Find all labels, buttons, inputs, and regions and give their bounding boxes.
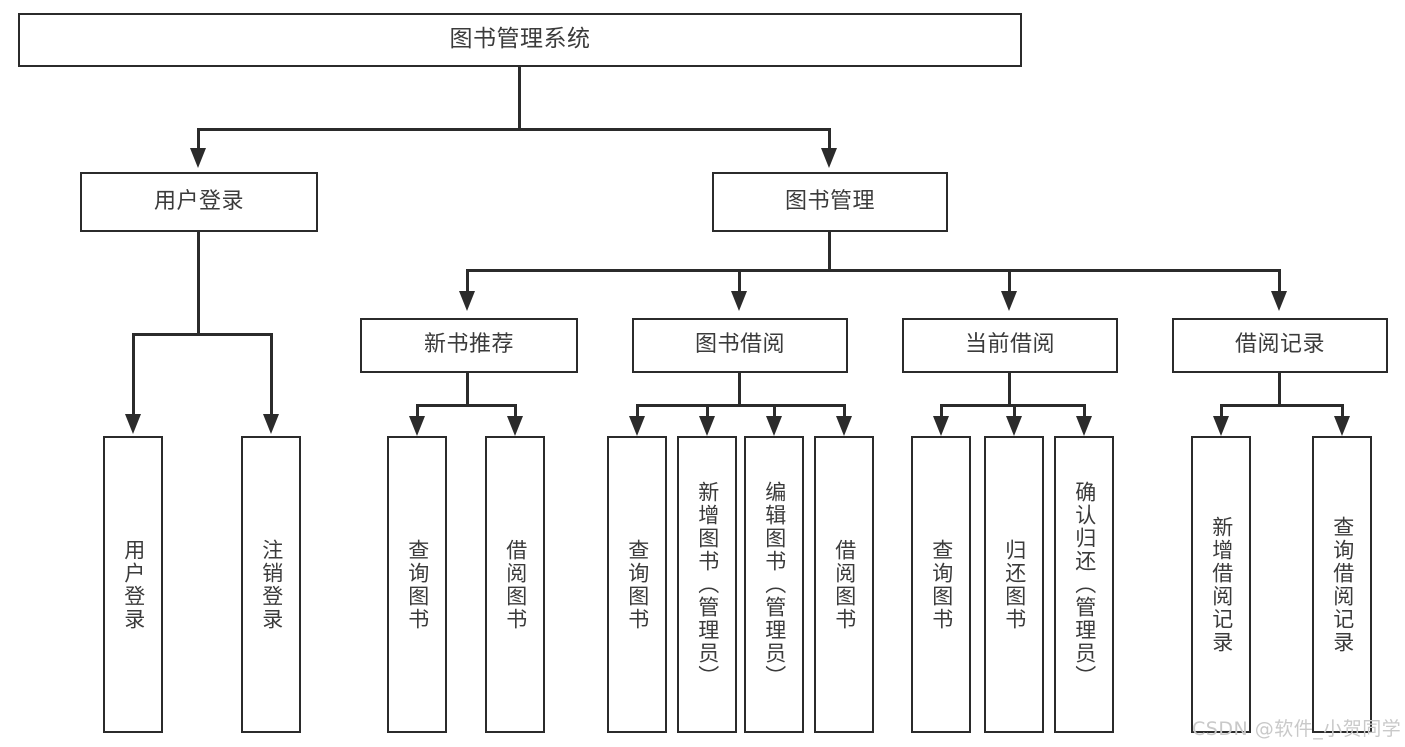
- connector-book-borrow-stem: [738, 373, 741, 406]
- arrowhead-bm-current-borrow: [1001, 291, 1017, 311]
- node-user-login[interactable]: 用户登录: [80, 172, 318, 232]
- connector-bm-to-new-book: [466, 269, 469, 293]
- node-label: 确认归还（管理员）: [1072, 481, 1097, 688]
- connector-book-borrow-leaf-4: [843, 404, 846, 418]
- connector-borrow-record-leaf-2: [1341, 404, 1344, 418]
- node-label: 图书管理: [784, 188, 875, 214]
- leaf-edit-book-admin[interactable]: 编辑图书（管理员）: [744, 436, 804, 733]
- arrowhead-bm-borrow-record: [1271, 291, 1287, 311]
- arrowhead-book-borrow-leaf-3: [766, 416, 782, 436]
- connector-user-login-to-leaf-1: [132, 333, 135, 416]
- node-label: 图书管理系统: [449, 26, 591, 53]
- arrowhead-book-borrow-leaf-4: [836, 416, 852, 436]
- connector-current-borrow-stem: [1008, 373, 1011, 406]
- node-label: 查询借阅记录: [1330, 515, 1355, 654]
- node-root-book-management-system[interactable]: 图书管理系统: [18, 13, 1022, 67]
- watermark-text: CSDN @软件_小贺同学: [1192, 718, 1402, 740]
- connector-root-to-book-management: [828, 128, 831, 150]
- node-book-management[interactable]: 图书管理: [712, 172, 948, 232]
- connector-root-bus: [198, 128, 831, 131]
- node-label: 借阅图书: [503, 538, 528, 631]
- arrowhead-root-to-user-login: [190, 148, 206, 168]
- connector-user-login-bus: [133, 333, 273, 336]
- arrowhead-book-borrow-leaf-1: [629, 416, 645, 436]
- connector-new-book-stem: [466, 373, 469, 406]
- connector-book-borrow-leaf-1: [636, 404, 639, 418]
- connector-user-login-stem: [197, 232, 200, 336]
- node-label: 归还图书: [1002, 538, 1027, 631]
- connector-current-borrow-leaf-2: [1013, 404, 1016, 418]
- arrowhead-current-borrow-leaf-3: [1076, 416, 1092, 436]
- node-label: 用户登录: [153, 188, 244, 214]
- leaf-add-borrow-record[interactable]: 新增借阅记录: [1191, 436, 1251, 733]
- connector-current-borrow-leaf-1: [940, 404, 943, 418]
- node-current-borrow[interactable]: 当前借阅: [902, 318, 1118, 373]
- connector-new-book-leaf-2: [514, 404, 517, 418]
- leaf-query-book-borrow[interactable]: 查询图书: [607, 436, 667, 733]
- leaf-add-book-admin[interactable]: 新增图书（管理员）: [677, 436, 737, 733]
- leaf-logout[interactable]: 注销登录: [241, 436, 301, 733]
- node-label: 查询图书: [405, 538, 430, 631]
- connector-user-login-to-leaf-2: [270, 333, 273, 416]
- arrowhead-current-borrow-leaf-2: [1006, 416, 1022, 436]
- connector-book-borrow-leaf-3: [773, 404, 776, 418]
- arrowhead-bm-new-book: [459, 291, 475, 311]
- connector-borrow-record-leaf-1: [1220, 404, 1223, 418]
- connector-bm-to-book-borrow: [738, 269, 741, 293]
- connector-root-to-user-login: [197, 128, 200, 150]
- leaf-borrow-book-recommend[interactable]: 借阅图书: [485, 436, 545, 733]
- connector-root-stem: [518, 67, 521, 130]
- connector-borrow-record-stem: [1278, 373, 1281, 406]
- node-label: 查询图书: [625, 538, 650, 631]
- arrowhead-bm-book-borrow: [731, 291, 747, 311]
- leaf-confirm-return-admin[interactable]: 确认归还（管理员）: [1054, 436, 1114, 733]
- connector-bm-to-current-borrow: [1008, 269, 1011, 293]
- connector-new-book-bus: [417, 404, 517, 407]
- node-label: 新增借阅记录: [1209, 515, 1234, 654]
- node-label: 用户登录: [121, 538, 146, 631]
- leaf-return-book[interactable]: 归还图书: [984, 436, 1044, 733]
- arrowhead-new-book-leaf-1: [409, 416, 425, 436]
- leaf-query-book-current[interactable]: 查询图书: [911, 436, 971, 733]
- node-new-book-recommend[interactable]: 新书推荐: [360, 318, 578, 373]
- connector-book-management-stem: [828, 232, 831, 272]
- arrowhead-new-book-leaf-2: [507, 416, 523, 436]
- connector-book-borrow-leaf-2: [706, 404, 709, 418]
- node-label: 当前借阅: [964, 332, 1055, 358]
- node-label: 新增图书（管理员）: [695, 481, 720, 688]
- arrowhead-book-borrow-leaf-2: [699, 416, 715, 436]
- leaf-borrow-book[interactable]: 借阅图书: [814, 436, 874, 733]
- node-label: 借阅图书: [832, 538, 857, 631]
- arrowhead-user-login-leaf-2: [263, 414, 279, 434]
- arrowhead-borrow-record-leaf-2: [1334, 416, 1350, 436]
- connector-book-management-bus: [467, 269, 1281, 272]
- arrowhead-current-borrow-leaf-1: [933, 416, 949, 436]
- leaf-query-borrow-record[interactable]: 查询借阅记录: [1312, 436, 1372, 733]
- connector-current-borrow-leaf-3: [1083, 404, 1086, 418]
- connector-book-borrow-bus: [637, 404, 845, 407]
- arrowhead-user-login-leaf-1: [125, 414, 141, 434]
- node-label: 图书借阅: [694, 332, 785, 358]
- node-label: 新书推荐: [423, 332, 514, 358]
- node-label: 查询图书: [929, 538, 954, 631]
- arrowhead-root-to-book-management: [821, 148, 837, 168]
- leaf-user-login[interactable]: 用户登录: [103, 436, 163, 733]
- leaf-query-book-recommend[interactable]: 查询图书: [387, 436, 447, 733]
- connector-bm-to-borrow-record: [1278, 269, 1281, 293]
- node-label: 借阅记录: [1234, 332, 1325, 358]
- connector-new-book-leaf-1: [416, 404, 419, 418]
- node-label: 注销登录: [259, 538, 284, 631]
- node-book-borrow[interactable]: 图书借阅: [632, 318, 848, 373]
- arrowhead-borrow-record-leaf-1: [1213, 416, 1229, 436]
- node-label: 编辑图书（管理员）: [762, 481, 787, 688]
- node-borrow-record[interactable]: 借阅记录: [1172, 318, 1388, 373]
- connector-borrow-record-bus: [1221, 404, 1343, 407]
